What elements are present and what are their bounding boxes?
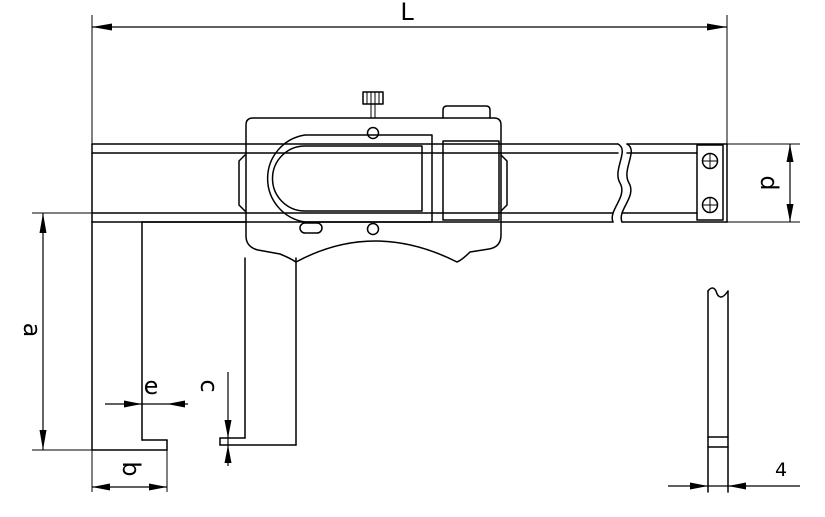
label-d: d: [755, 175, 783, 190]
label-4: 4: [775, 459, 787, 481]
oval-button-icon: [299, 222, 323, 234]
dimension-L: [91, 15, 728, 144]
beam-break-left: [611, 143, 623, 223]
digital-head: [238, 91, 508, 263]
hole-top: [366, 126, 380, 140]
dimension-e: [105, 400, 188, 408]
end-cap: [696, 144, 724, 221]
label-b: b: [117, 461, 145, 476]
dimension-4: [668, 482, 800, 490]
label-e: e: [144, 372, 159, 400]
label-c: c: [195, 379, 223, 392]
side-view: [707, 287, 729, 493]
beam-break-right: [620, 143, 632, 223]
control-panel: [442, 140, 500, 221]
sliding-jaw: [219, 257, 297, 446]
thumb-wheel: [362, 91, 384, 118]
fixed-jaw: [91, 221, 246, 451]
label-a: a: [18, 323, 46, 338]
screw-icon: [701, 196, 719, 214]
hole-bottom: [366, 222, 380, 236]
label-L: L: [400, 0, 414, 26]
screw-icon: [701, 152, 719, 170]
dimension-b: [91, 450, 168, 492]
dimension-a: [32, 212, 92, 451]
lcd-display: [266, 134, 433, 223]
dimension-c: [220, 372, 240, 466]
dimension-d: [727, 143, 800, 223]
